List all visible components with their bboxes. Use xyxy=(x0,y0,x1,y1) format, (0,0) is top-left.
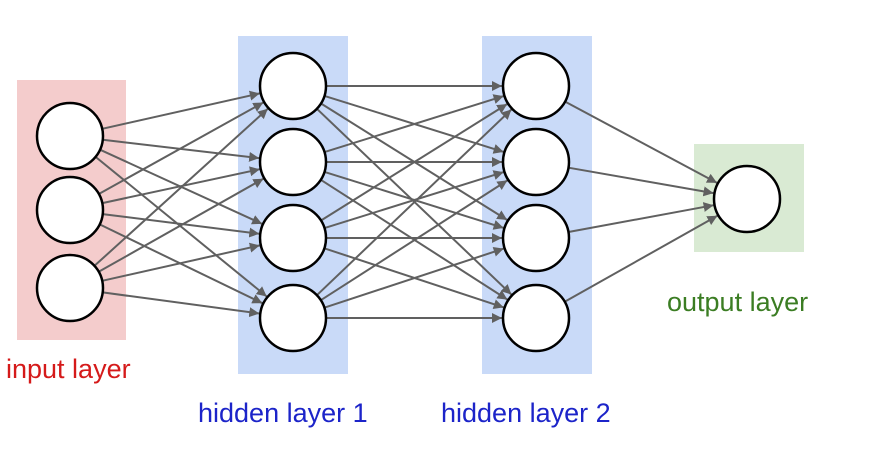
connection-arrow-input-2-to-hidden1-1 xyxy=(98,101,264,195)
connection-arrow-input-3-to-hidden1-4 xyxy=(102,291,260,318)
connection-arrow-hidden1-3-to-hidden2-2 xyxy=(324,170,504,230)
hidden-layer-2-neuron-2 xyxy=(501,127,571,197)
hidden-layer-1-neuron-2 xyxy=(258,127,328,197)
hidden-layer-2-neuron-3 xyxy=(501,203,571,273)
connection-arrow-input-3-to-hidden1-1 xyxy=(93,108,269,267)
connection-arrow-input-2-to-hidden1-3 xyxy=(102,213,260,238)
input-layer-neuron-1 xyxy=(35,101,105,171)
connection-arrow-hidden2-4-to-output-1 xyxy=(564,214,718,303)
input-layer-label: input layer xyxy=(6,354,131,384)
connection-arrow-hidden1-3-to-hidden2-1 xyxy=(320,103,508,222)
connection-arrow-hidden1-4-to-hidden2-2 xyxy=(320,179,508,302)
hidden-layer-2-neuron-1 xyxy=(501,51,571,121)
connection-arrow-hidden2-3-to-output-1 xyxy=(568,202,714,233)
output-layer-label: output layer xyxy=(667,287,809,317)
connection-arrow-input-3-to-hidden1-2 xyxy=(98,177,264,273)
connection-arrow-hidden1-2-to-hidden2-1 xyxy=(324,94,504,154)
hidden-layer-2-label: hidden layer 2 xyxy=(441,398,611,428)
hidden-layer-2-neuron-4 xyxy=(501,283,571,353)
connection-arrow-hidden1-4-to-hidden2-3 xyxy=(323,246,505,309)
connection-arrow-hidden2-1-to-output-1 xyxy=(564,100,718,184)
connection-arrow-hidden2-2-to-output-1 xyxy=(568,166,714,197)
connection-arrow-hidden1-4-to-hidden2-1 xyxy=(316,108,513,296)
hidden-layer-1-label: hidden layer 1 xyxy=(198,398,368,428)
output-layer-neuron-1 xyxy=(712,164,782,234)
connection-arrow-input-1-to-hidden1-1 xyxy=(101,90,261,130)
connection-arrow-input-3-to-hidden1-3 xyxy=(101,242,261,282)
hidden-layer-1-neuron-1 xyxy=(258,51,328,121)
input-layer-neuron-3 xyxy=(35,253,105,323)
hidden-layer-1-neuron-4 xyxy=(258,283,328,353)
input-layer-neuron-2 xyxy=(35,175,105,245)
hidden-layer-1-neuron-3 xyxy=(258,203,328,273)
